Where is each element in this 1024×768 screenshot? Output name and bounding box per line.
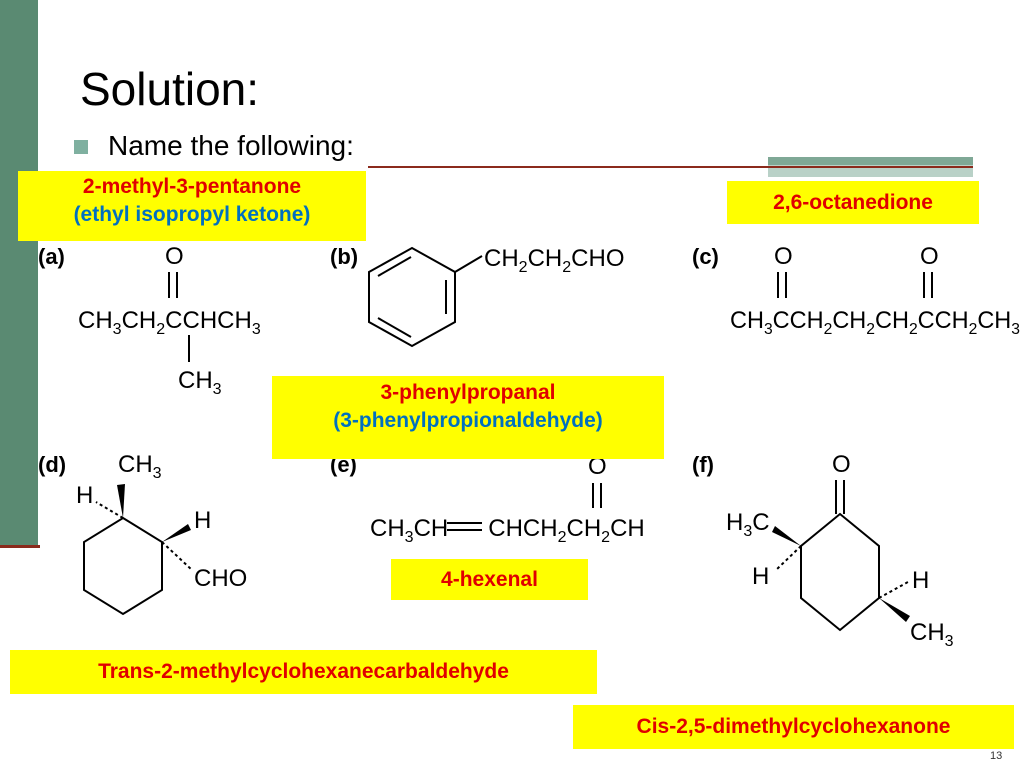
structure-d-aldehyde: CHO: [194, 565, 247, 592]
tag-f: (f): [692, 452, 714, 477]
answer-b-name: 3-phenylpropanal: [380, 381, 556, 404]
bullet-square-icon: [74, 140, 88, 154]
structure-d-h1: H: [76, 482, 93, 509]
answer-label-c: 2,6-octanedione: [727, 181, 979, 224]
structure-d-h2: H: [194, 507, 211, 534]
tag-c: (c): [692, 244, 719, 269]
structure-e-oxygen: O: [588, 453, 607, 480]
structure-c-oxygen-1: O: [774, 243, 793, 270]
structure-c: O O CH3CCH2CH2CH2CCH2CH3: [730, 243, 1020, 338]
structure-b-chain: CH2CH2CHO: [484, 245, 625, 276]
structure-c-oxygen-2: O: [920, 243, 939, 270]
accent-sidebar-edge: [38, 0, 41, 545]
accent-rule-left: [0, 545, 40, 548]
structure-a-chain: CH3CH2CCHCH3: [78, 307, 261, 338]
structure-f-oxygen: O: [832, 451, 851, 478]
structure-f-h2: H: [912, 567, 929, 594]
accent-corner-bar: [768, 157, 973, 165]
tag-b: (b): [330, 244, 358, 269]
structure-f-methyl-left: H3C: [726, 509, 770, 540]
answer-a-name: 2-methyl-3-pentanone: [82, 175, 302, 198]
structure-b: CH2CH2CHO: [368, 245, 625, 348]
answer-label-e: 4-hexenal: [391, 559, 588, 600]
structure-f-methyl-right: CH3: [910, 619, 954, 650]
structure-d: CH3 H H CHO: [76, 451, 247, 616]
structure-a-branch: CH3: [178, 367, 222, 398]
structure-f: O H3C H H CH3: [726, 451, 954, 650]
answer-label-f: Cis-2,5-dimethylcyclohexanone: [573, 705, 1014, 749]
structure-a: O CH3CH2CCHCH3 CH3: [78, 243, 261, 398]
accent-corner-bar-light: [768, 165, 973, 177]
structure-a-oxygen: O: [165, 243, 184, 270]
answer-label-b: 3-phenylpropanal (3-phenylpropionaldehyd…: [272, 376, 664, 459]
answer-a-alt: (ethyl isopropyl ketone): [73, 203, 311, 226]
tag-a: (a): [38, 244, 65, 269]
tag-d: (d): [38, 452, 66, 477]
answer-label-a: 2-methyl-3-pentanone (ethyl isopropyl ke…: [18, 171, 366, 241]
answer-b-alt: (3-phenylpropionaldehyde): [333, 409, 603, 432]
page-number: 13: [990, 750, 1003, 762]
answer-label-d: Trans-2-methylcyclohexanecarbaldehyde: [10, 650, 597, 694]
structure-c-chain: CH3CCH2CH2CH2CCH2CH3: [730, 307, 1020, 338]
accent-sidebar: [0, 0, 38, 545]
bullet-text: Name the following:: [108, 130, 354, 161]
page-title: Solution:: [80, 63, 260, 115]
title-rule: [368, 166, 973, 168]
structure-f-h1: H: [752, 563, 769, 590]
structure-d-methyl: CH3: [118, 451, 162, 482]
